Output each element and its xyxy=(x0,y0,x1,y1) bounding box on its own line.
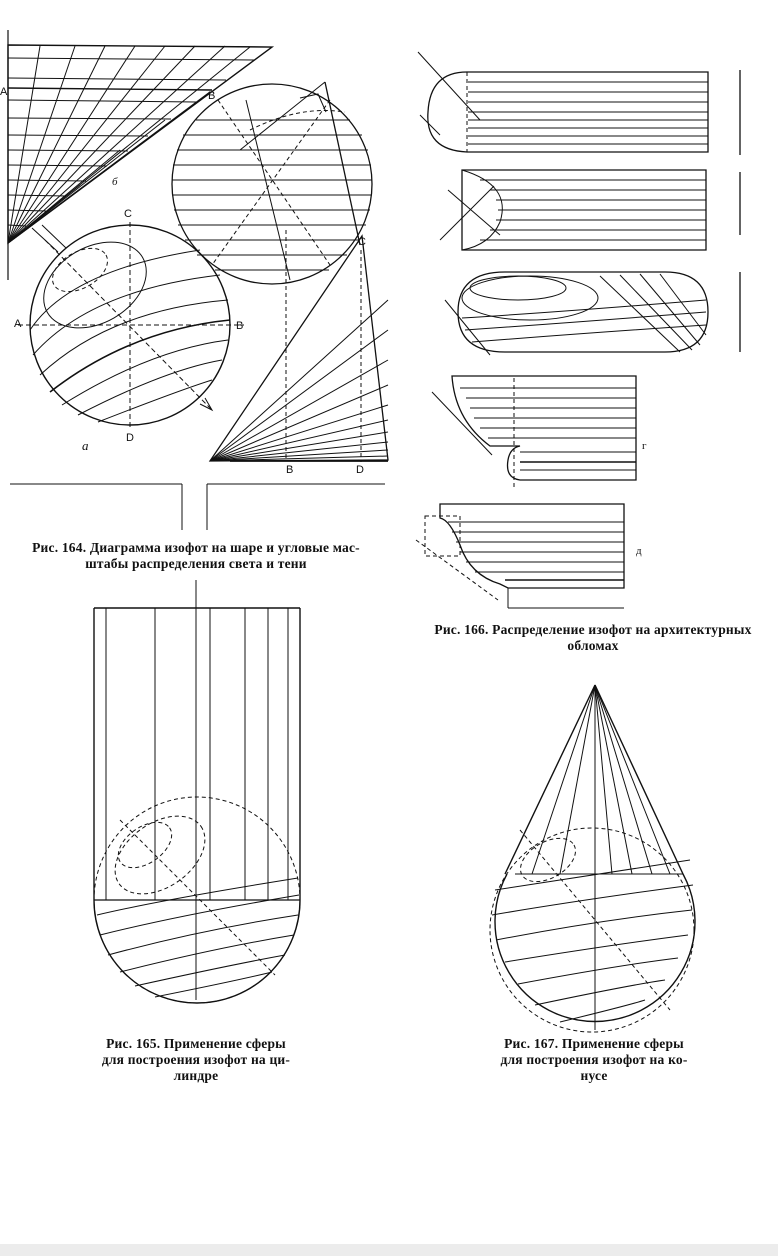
fig166-moulding-1 xyxy=(417,51,741,155)
fig164-sphere-a xyxy=(18,222,244,430)
fig167-cone xyxy=(489,684,696,1033)
fig164-hatched-circle xyxy=(171,81,373,285)
fig164-angular-scale xyxy=(208,230,389,462)
fig166-caption-line1: Рис. 166. Распределение изофот на архите… xyxy=(434,622,752,637)
fig167-caption-line3: нусе xyxy=(580,1068,608,1083)
label-d-sphere: D xyxy=(126,432,134,444)
label-c-scale: C xyxy=(358,236,366,248)
fig167-caption: Рис. 167. Применение сферы для построени… xyxy=(474,1036,714,1084)
label-b-top: B xyxy=(208,90,216,102)
fig166-moulding-d xyxy=(415,503,625,609)
fig164-frame-lines xyxy=(10,483,385,530)
fig167-caption-line2: для построения изофот на ко- xyxy=(500,1052,688,1067)
label-c-sphere: C xyxy=(124,208,132,220)
label-b-scale: B xyxy=(286,464,294,476)
bottom-edge xyxy=(0,1244,778,1256)
label-b-italic: б xyxy=(112,176,118,188)
fig164-caption-line2: штабы распределения света и тени xyxy=(85,556,307,571)
fig164-caption: Рис. 164. Диаграмма изофот на шаре и угл… xyxy=(4,540,388,572)
fig164-scale-triangle-b xyxy=(7,30,275,280)
fig167-caption-line1: Рис. 167. Применение сферы xyxy=(504,1036,684,1051)
fig165-caption-line2: для построения изофот на ци- xyxy=(101,1052,291,1067)
fig166-moulding-3 xyxy=(444,271,741,356)
label-b-sphere: B xyxy=(236,320,244,332)
label-a-italic: a xyxy=(82,438,89,453)
fig165-caption-line1: Рис. 165. Применение сферы xyxy=(106,1036,286,1051)
fig165-caption: Рис. 165. Применение сферы для построени… xyxy=(78,1036,314,1084)
fig165-cylinder xyxy=(93,580,301,1004)
fig166-moulding-g xyxy=(431,375,637,490)
label-a-sphere: A xyxy=(14,318,22,330)
label-g: г xyxy=(642,440,647,452)
fig166-caption: Рис. 166. Распределение изофот на архите… xyxy=(410,622,776,654)
fig164-caption-line1: Рис. 164. Диаграмма изофот на шаре и угл… xyxy=(32,540,360,555)
fig166-moulding-2 xyxy=(439,169,741,251)
label-d: д xyxy=(636,545,642,557)
fig165-caption-line3: линдре xyxy=(173,1068,219,1083)
label-a-top: A xyxy=(0,86,8,98)
fig166-caption-line2: обломах xyxy=(567,638,619,653)
label-d-scale: D xyxy=(356,464,364,476)
